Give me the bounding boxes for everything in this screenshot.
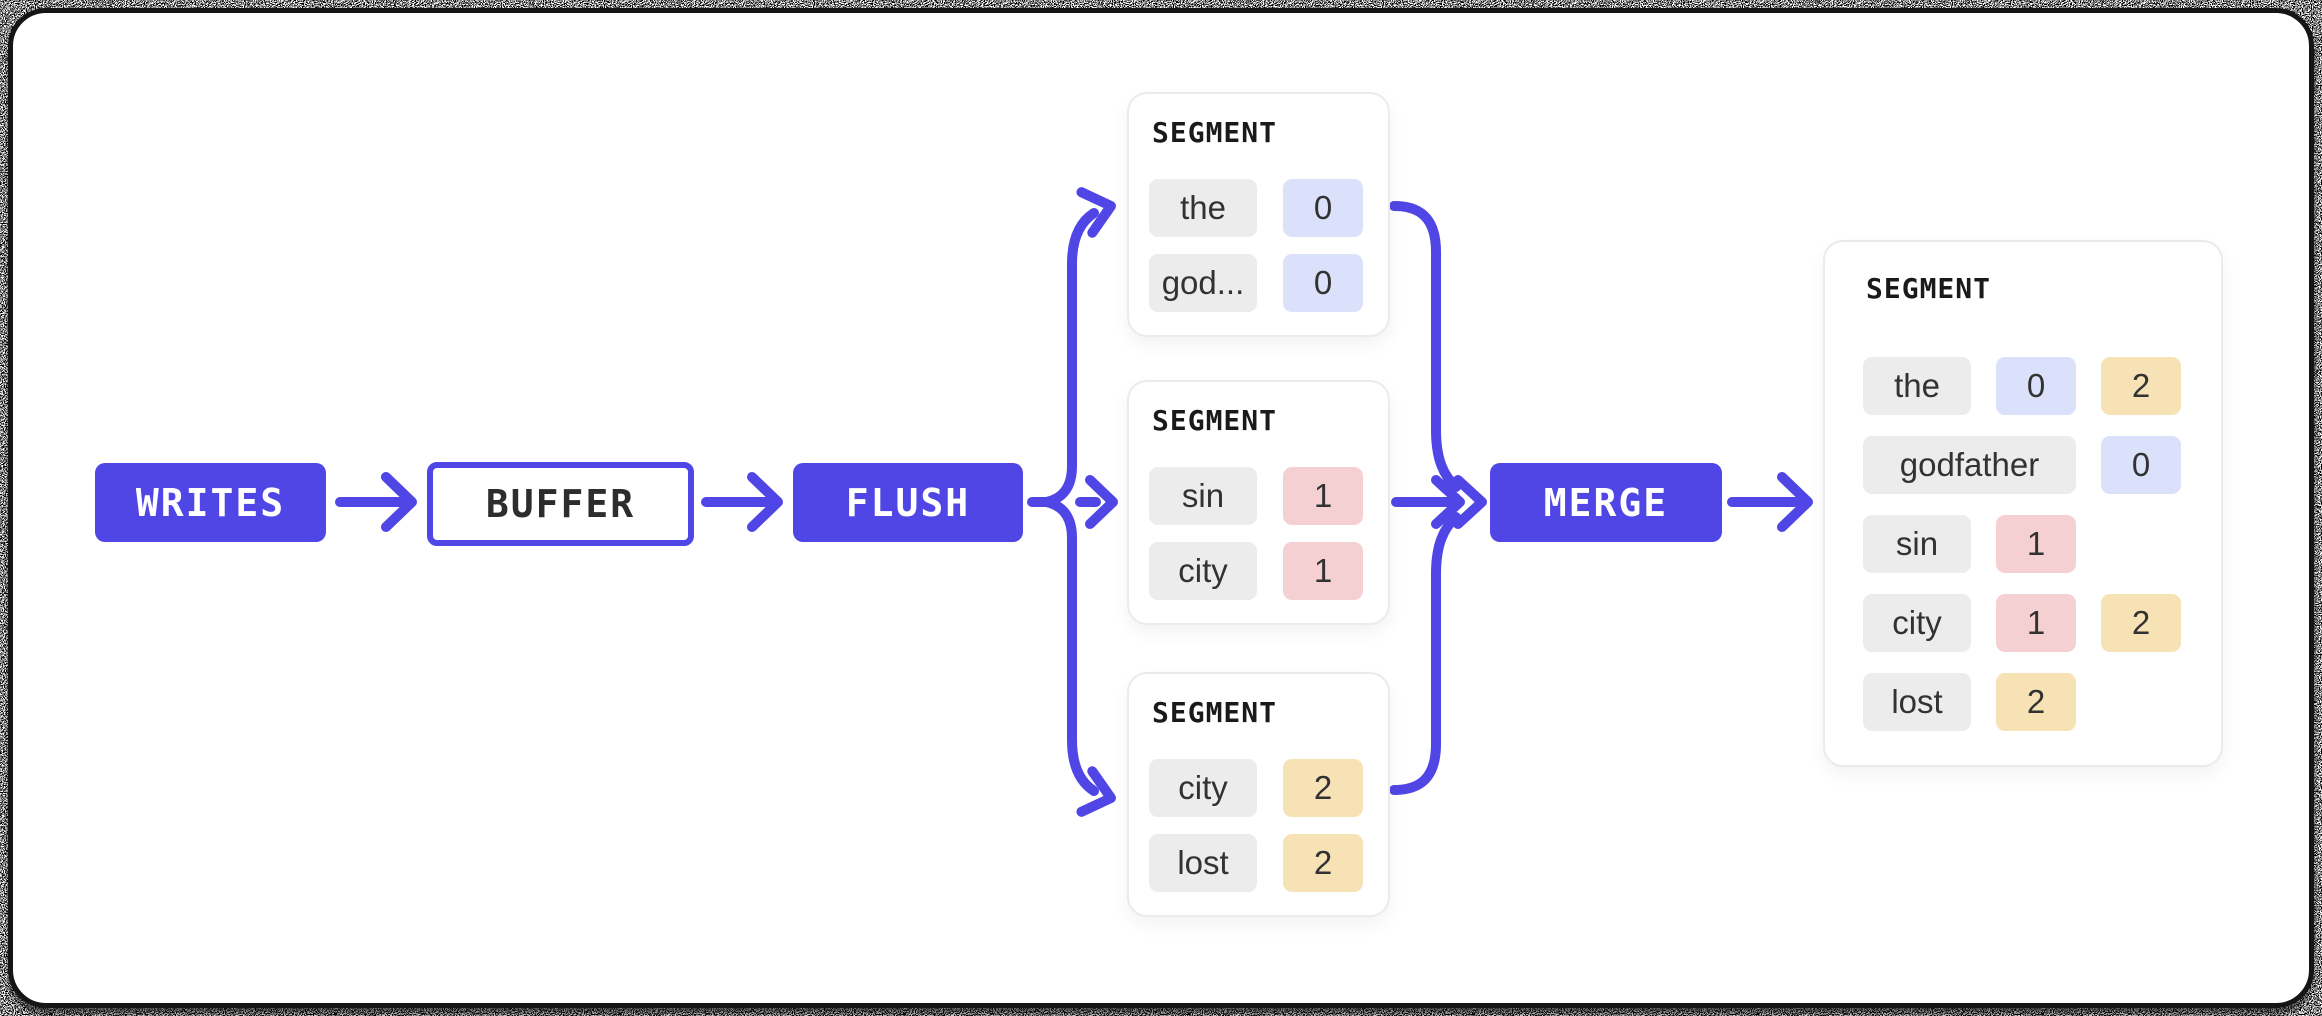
arrow-writes-to-buffer bbox=[335, 472, 417, 532]
arrow-buffer-to-flush bbox=[701, 472, 783, 532]
doc-id-chip: 0 bbox=[1283, 179, 1363, 237]
arrow-segments-converge bbox=[1389, 201, 1487, 795]
segment-row: god... 0 bbox=[1149, 254, 1368, 312]
term-chip: lost bbox=[1149, 834, 1257, 892]
doc-id-chip: 0 bbox=[1996, 357, 2076, 415]
doc-id-chip: 2 bbox=[1283, 759, 1363, 817]
term-chip: godfather bbox=[1863, 436, 2076, 494]
arrow-flush-fanout bbox=[1027, 187, 1118, 817]
segment-card-2: SEGMENT sin 1 city 1 bbox=[1127, 380, 1390, 625]
segment-row: city 1 bbox=[1149, 542, 1368, 600]
doc-id-chip: 1 bbox=[1996, 594, 2076, 652]
merge-node: MERGE bbox=[1490, 463, 1722, 542]
segment-row: lost 2 bbox=[1863, 673, 2183, 731]
segment-row: the 0 bbox=[1149, 179, 1368, 237]
segment-title: SEGMENT bbox=[1152, 116, 1278, 149]
segment-rows: the 0 god... 0 bbox=[1149, 179, 1368, 312]
doc-id-chip: 2 bbox=[2101, 594, 2181, 652]
writes-node: WRITES bbox=[95, 463, 326, 542]
term-chip: city bbox=[1863, 594, 1971, 652]
flush-node: FLUSH bbox=[793, 463, 1023, 542]
term-chip: city bbox=[1149, 759, 1257, 817]
doc-id-chip: 0 bbox=[2101, 436, 2181, 494]
term-chip: sin bbox=[1149, 467, 1257, 525]
segment-title: SEGMENT bbox=[1866, 272, 1992, 305]
segment-row: city 2 bbox=[1149, 759, 1368, 817]
buffer-node: BUFFER bbox=[427, 462, 694, 546]
segment-card-1: SEGMENT the 0 god... 0 bbox=[1127, 92, 1390, 337]
segment-row: sin 1 bbox=[1149, 467, 1368, 525]
segment-row: godfather 0 bbox=[1863, 436, 2183, 494]
term-chip: sin bbox=[1863, 515, 1971, 573]
segment-title: SEGMENT bbox=[1152, 696, 1278, 729]
doc-id-chip: 2 bbox=[1996, 673, 2076, 731]
term-chip: the bbox=[1863, 357, 1971, 415]
term-chip: lost bbox=[1863, 673, 1971, 731]
segment-row: sin 1 bbox=[1863, 515, 2183, 573]
term-chip: city bbox=[1149, 542, 1257, 600]
segment-rows: sin 1 city 1 bbox=[1149, 467, 1368, 600]
doc-id-chip: 1 bbox=[1283, 467, 1363, 525]
segment-card-3: SEGMENT city 2 lost 2 bbox=[1127, 672, 1390, 917]
doc-id-chip: 2 bbox=[2101, 357, 2181, 415]
arrow-merge-to-segment bbox=[1727, 472, 1813, 532]
term-chip: the bbox=[1149, 179, 1257, 237]
doc-id-chip: 2 bbox=[1283, 834, 1363, 892]
segment-rows: city 2 lost 2 bbox=[1149, 759, 1368, 892]
doc-id-chip: 1 bbox=[1283, 542, 1363, 600]
segment-row: lost 2 bbox=[1149, 834, 1368, 892]
doc-id-chip: 1 bbox=[1996, 515, 2076, 573]
term-chip: god... bbox=[1149, 254, 1257, 312]
doc-id-chip: 0 bbox=[1283, 254, 1363, 312]
segment-title: SEGMENT bbox=[1152, 404, 1278, 437]
